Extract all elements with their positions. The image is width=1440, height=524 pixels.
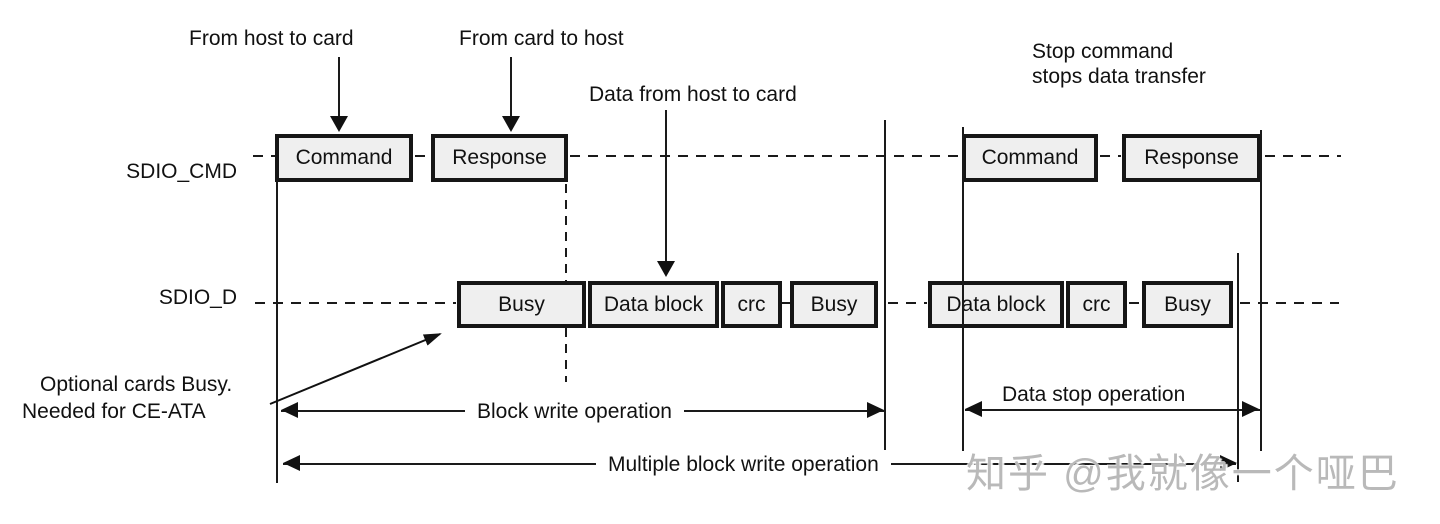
cmd-line-dash-segment	[1265, 155, 1341, 157]
right-arrowhead	[1242, 401, 1259, 417]
data-stop-span-line	[965, 409, 1260, 411]
d-line-dash-segment	[781, 302, 791, 304]
cmd-line-dash-segment	[570, 155, 962, 157]
cmd-line-dash-segment	[415, 155, 430, 157]
cmd-line-dash-segment	[1100, 155, 1121, 157]
guide-line-block-end	[884, 120, 886, 450]
data-block-box-1: Data block	[588, 281, 719, 328]
callout-optional-busy-line1: Optional cards Busy.	[40, 373, 233, 396]
zhihu-watermark: 知乎 @我就像一个哑巴	[966, 452, 1400, 496]
crc-box-2: crc	[1066, 281, 1127, 328]
stop-command-line1: Stop command	[1032, 40, 1174, 63]
arrow-line-data-from-host	[665, 110, 667, 263]
guide-line-stop-start	[962, 127, 964, 451]
stop-command-line2: stops data transfer	[1032, 65, 1206, 88]
down-arrowhead	[657, 261, 675, 277]
down-arrowhead	[502, 116, 520, 132]
cmd-line-dash-segment	[253, 155, 275, 157]
callout-from-host-to-card: From host to card	[189, 27, 354, 50]
callout-from-card-to-host: From card to host	[459, 27, 624, 50]
command-box-1: Command	[275, 134, 413, 182]
down-arrowhead	[330, 116, 348, 132]
guide-line-block-start	[276, 180, 278, 483]
block-write-span-label: Block write operation	[465, 399, 684, 424]
left-arrowhead	[281, 402, 298, 418]
crc-box-1: crc	[721, 281, 782, 328]
d-line-dash-segment	[255, 302, 456, 304]
data-stop-span-label: Data stop operation	[1002, 383, 1186, 406]
diagonal-annotation-arrow	[269, 333, 442, 405]
d-line-dash-segment	[888, 302, 927, 304]
response-box-2: Response	[1122, 134, 1261, 182]
callout-optional-busy-line2: Needed for CE-ATA	[22, 400, 206, 423]
busy-box-1: Busy	[457, 281, 586, 328]
guide-line-stop-end	[1260, 130, 1262, 451]
busy-box-2: Busy	[790, 281, 878, 328]
response-box-1: Response	[431, 134, 568, 182]
data-block-box-2: Data block	[928, 281, 1064, 328]
guide-line-multiple-end	[1237, 253, 1239, 482]
d-line-dash-segment	[1129, 302, 1141, 304]
right-arrowhead	[867, 402, 884, 418]
callout-data-from-host: Data from host to card	[589, 83, 797, 106]
busy-box-3: Busy	[1142, 281, 1233, 328]
arrow-line-from-host	[338, 57, 340, 118]
callout-stop-command: Stop command stops data transfer	[1032, 39, 1206, 89]
d-line-dash-segment	[1240, 302, 1339, 304]
arrow-line-from-card	[510, 57, 512, 118]
multiple-block-write-span-label: Multiple block write operation	[596, 452, 891, 477]
sdio-d-signal-label: SDIO_D	[158, 286, 237, 309]
command-box-2: Command	[962, 134, 1098, 182]
left-arrowhead	[965, 401, 982, 417]
sdio-cmd-signal-label: SDIO_CMD	[126, 160, 237, 183]
right-arrowhead	[1220, 455, 1237, 471]
left-arrowhead	[283, 455, 300, 471]
